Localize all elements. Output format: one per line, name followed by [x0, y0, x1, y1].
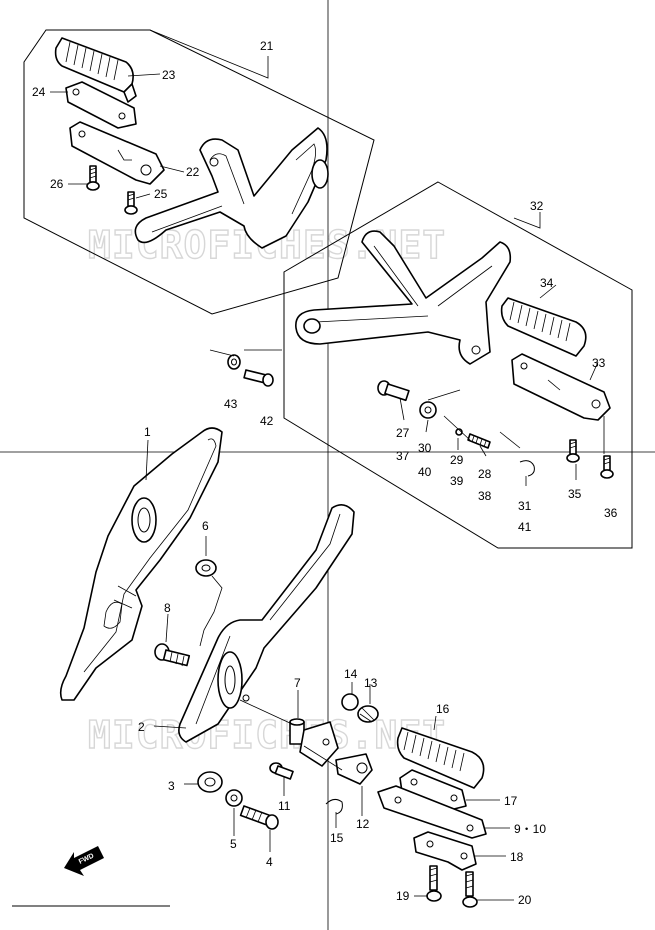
label-19: 19 — [396, 889, 410, 903]
label-41: 41 — [518, 520, 532, 534]
bolt-8 — [154, 643, 191, 667]
footrest-bracket-22 — [69, 121, 165, 185]
spacer-6 — [195, 559, 217, 577]
label-29: 29 — [450, 453, 464, 467]
label-26: 26 — [50, 177, 64, 191]
label-11: 11 — [278, 799, 291, 813]
label-2: 2 — [138, 720, 145, 734]
spring-13 — [357, 705, 379, 723]
washer-43 — [227, 354, 241, 370]
label-3: 3 — [168, 779, 175, 793]
label-9-10: 9・10 — [514, 822, 546, 836]
label-25: 25 — [154, 187, 168, 201]
clip-31 — [519, 460, 535, 477]
label-5: 5 — [230, 837, 237, 851]
label-14: 14 — [344, 667, 358, 681]
footrest-9-10 — [377, 785, 487, 839]
bolt-20 — [462, 871, 478, 908]
bolt-19 — [426, 865, 442, 902]
label-33: 33 — [592, 356, 606, 370]
rear-footrest-bracket-right — [295, 230, 512, 365]
pin-11 — [269, 762, 294, 780]
footrest-bracket-2 — [178, 504, 355, 743]
watermark-lower: MICROFICHES.NET — [88, 713, 446, 757]
label-16: 16 — [436, 702, 450, 716]
label-38: 38 — [478, 489, 492, 503]
spring-28 — [467, 433, 491, 449]
label-37: 37 — [396, 449, 410, 463]
label-4: 4 — [266, 855, 273, 869]
clip-15 — [325, 798, 343, 815]
footrest-rubber-16 — [396, 727, 485, 789]
label-40: 40 — [418, 465, 432, 479]
washer-30 — [419, 401, 437, 419]
ball-29 — [455, 428, 463, 436]
label-15: 15 — [330, 831, 344, 845]
label-13: 13 — [364, 676, 378, 690]
label-28: 28 — [478, 467, 492, 481]
label-12: 12 — [356, 817, 370, 831]
label-6: 6 — [202, 519, 209, 533]
bolt-42 — [243, 369, 274, 387]
clamp-12 — [335, 753, 373, 785]
bolt-36 — [600, 455, 614, 479]
label-7: 7 — [294, 676, 301, 690]
label-17: 17 — [504, 794, 518, 808]
bracket-18 — [413, 831, 477, 871]
label-43: 43 — [224, 397, 238, 411]
label-8: 8 — [164, 601, 171, 615]
pin-27 — [377, 380, 410, 402]
washer-5 — [225, 789, 243, 807]
footrest-rubber-34 — [500, 297, 587, 357]
bolt-26 — [86, 165, 100, 191]
label-42: 42 — [260, 414, 274, 428]
bolt-4 — [239, 805, 279, 830]
label-27: 27 — [396, 426, 410, 440]
leader-lines — [50, 29, 605, 901]
ball-14 — [341, 693, 359, 711]
rear-footrest-bracket-upper — [134, 127, 329, 249]
label-32: 32 — [530, 199, 544, 213]
label-31: 31 — [518, 499, 532, 513]
bolt-35 — [566, 439, 580, 463]
label-21: 21 — [260, 39, 274, 53]
label-35: 35 — [568, 487, 582, 501]
label-20: 20 — [518, 893, 532, 907]
label-39: 39 — [450, 474, 464, 488]
assembly-32-frame — [283, 181, 633, 549]
forward-arrow-icon: FWD — [64, 846, 104, 876]
label-36: 36 — [604, 506, 618, 520]
collar-3 — [197, 771, 223, 793]
label-30: 30 — [418, 441, 432, 455]
label-22: 22 — [186, 165, 200, 179]
label-23: 23 — [162, 68, 176, 82]
label-18: 18 — [510, 850, 524, 864]
footrest-bracket-33 — [511, 353, 611, 421]
label-34: 34 — [540, 276, 554, 290]
label-1: 1 — [144, 425, 151, 439]
footrest-holder-24 — [65, 81, 137, 129]
pivot-7 — [289, 718, 305, 745]
assembly-21-frame — [23, 29, 375, 315]
footrest-rubber-23 — [54, 37, 137, 103]
part-labels: 21 23 24 22 26 25 32 34 33 43 42 27 37 3… — [32, 39, 618, 907]
label-24: 24 — [32, 85, 46, 99]
heel-guard-1 — [59, 427, 223, 701]
bolt-25 — [124, 191, 138, 215]
link-plate — [299, 721, 339, 767]
